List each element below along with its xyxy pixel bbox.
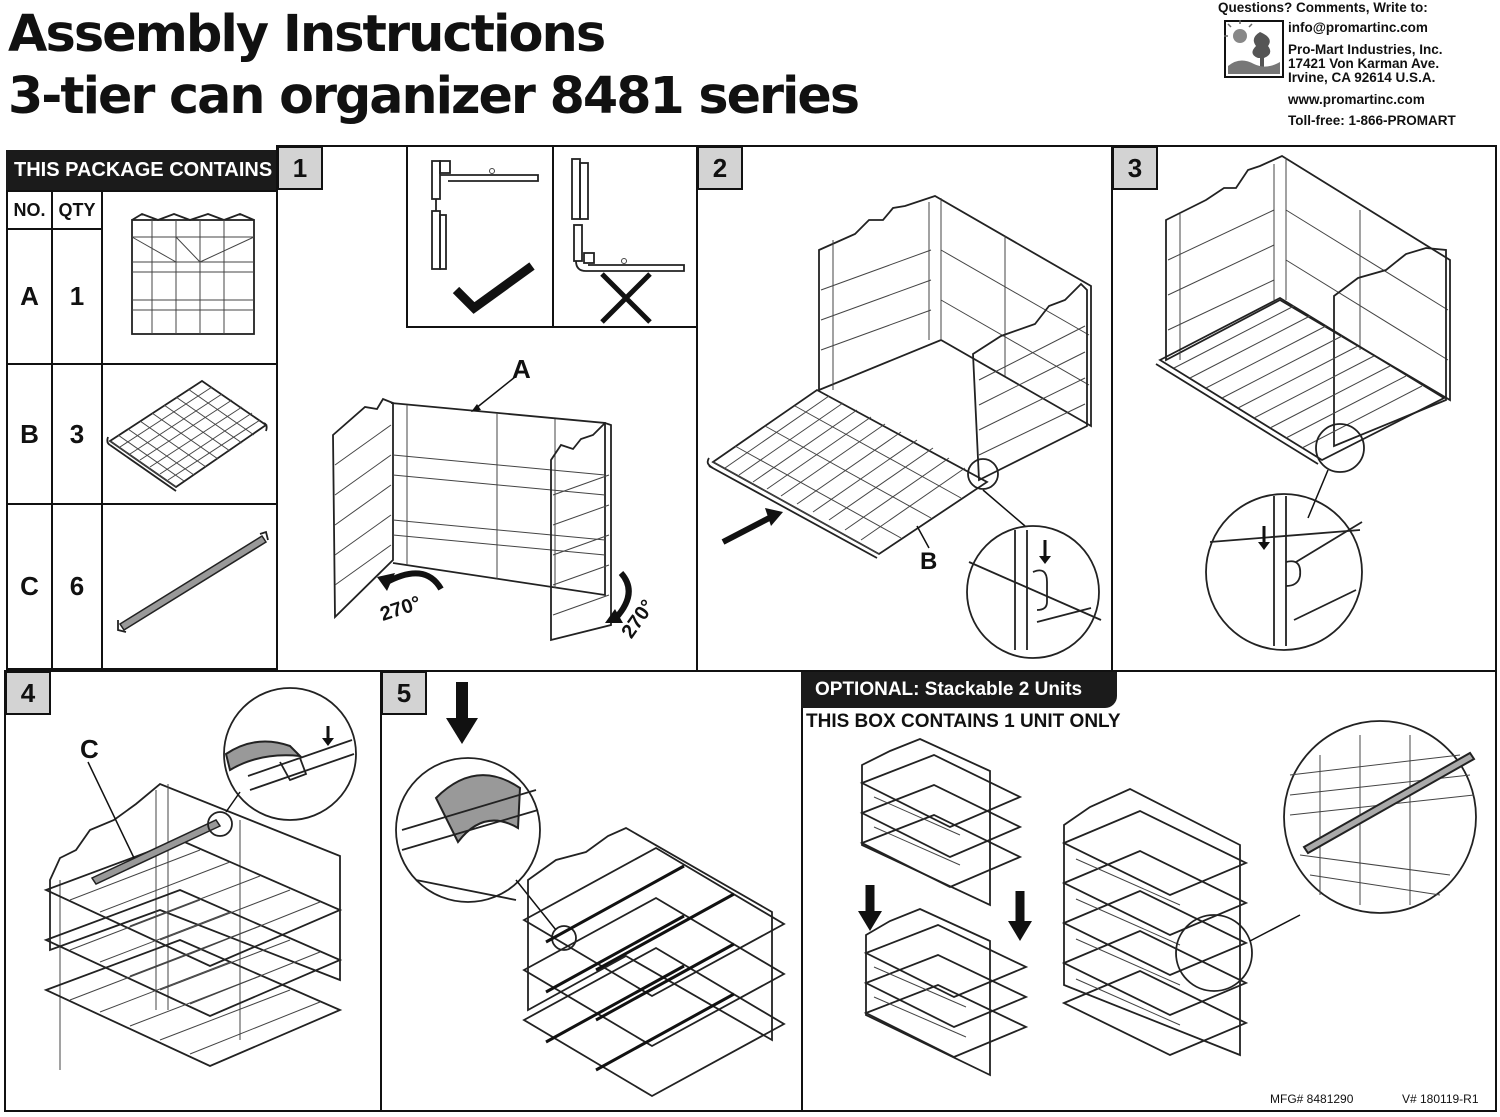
part-b-qty: 3 <box>51 363 103 505</box>
col-no-header: NO. <box>6 190 53 230</box>
callout-a: A <box>512 354 531 384</box>
cross-icon <box>600 272 652 324</box>
part-b-shelf-drawing <box>106 379 268 492</box>
step-1-number: 1 <box>277 146 323 190</box>
mfg-number: MFG# 8481290 <box>1270 1092 1354 1106</box>
callout-c: C <box>80 734 99 764</box>
correct-hinge-drawing <box>431 160 539 270</box>
stacking-drawing <box>858 720 1477 1077</box>
contact-tollfree: Toll-free: 1-866-PROMART <box>1288 113 1456 128</box>
step-5-number: 5 <box>381 671 427 715</box>
step-4-number: 4 <box>5 671 51 715</box>
step-2-number: 2 <box>697 146 743 190</box>
part-a-qty: 1 <box>51 228 103 365</box>
contact-email: info@promartinc.com <box>1288 20 1428 35</box>
optional-banner: OPTIONAL: Stackable 2 Units <box>801 672 1117 708</box>
callout-b: B <box>920 548 938 575</box>
wrong-hinge-drawing <box>571 158 685 272</box>
version-number: V# 180119-R1 <box>1402 1092 1479 1106</box>
part-a-frame-drawing <box>131 213 255 335</box>
part-c-no: C <box>6 503 53 670</box>
optional-note: THIS BOX CONTAINS 1 UNIT ONLY <box>806 711 1121 732</box>
step-4-panel <box>4 670 382 1112</box>
step-5-panel <box>380 670 803 1112</box>
step-4-bar-drawing <box>43 687 357 1070</box>
step-2-panel <box>696 145 1113 672</box>
contact-address1: 17421 Von Karman Ave. <box>1288 56 1440 71</box>
step-5-bars-drawing <box>395 682 786 1098</box>
step-1-frame-drawing <box>332 376 632 642</box>
part-c-bar-drawing <box>117 530 269 633</box>
step-3-shelf-drawing <box>1155 154 1451 651</box>
step-2-shelf-drawing <box>706 195 1102 659</box>
title-line-2: 3-tier can organizer 8481 series <box>8 67 860 126</box>
contact-address2: Irvine, CA 92614 U.S.A. <box>1288 70 1436 85</box>
contact-questions: Questions? Comments, Write to: <box>1218 0 1428 15</box>
promart-logo <box>1224 20 1284 78</box>
title-line-1: Assembly Instructions <box>8 5 606 64</box>
col-qty-header: QTY <box>51 190 103 230</box>
part-a-no: A <box>6 228 53 365</box>
contact-company: Pro-Mart Industries, Inc. <box>1288 42 1443 57</box>
package-contents-header: THIS PACKAGE CONTAINS <box>6 150 278 190</box>
contact-website: www.promartinc.com <box>1288 92 1425 107</box>
part-c-qty: 6 <box>51 503 103 670</box>
step-3-number: 3 <box>1112 146 1158 190</box>
part-b-no: B <box>6 363 53 505</box>
check-icon <box>452 262 535 314</box>
step-3-panel <box>1111 145 1497 672</box>
